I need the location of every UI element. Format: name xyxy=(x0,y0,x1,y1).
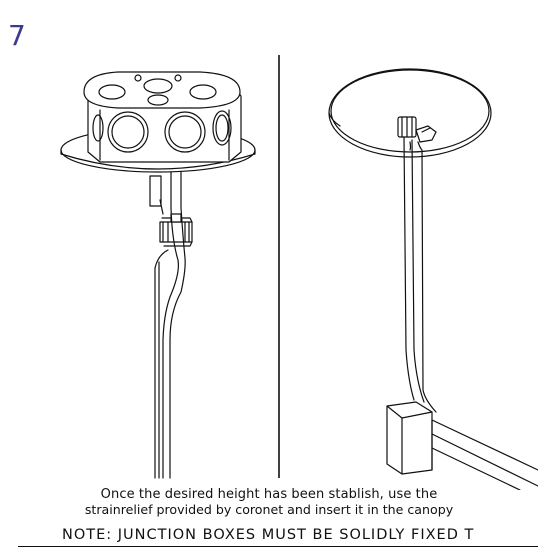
canopy-drawing xyxy=(328,68,538,490)
note-underline xyxy=(18,546,538,547)
instruction-text-line2: strainrelief provided by coronet and ins… xyxy=(84,502,454,517)
installation-illustration xyxy=(60,55,538,490)
step-number: 7 xyxy=(8,19,26,52)
instruction-text-line1: Once the desired height has been stablis… xyxy=(100,487,438,502)
junction-box-note: NOTE: JUNCTION BOXES MUST BE SOLIDLY FIX… xyxy=(62,527,475,543)
junction-box-drawing xyxy=(60,71,256,479)
